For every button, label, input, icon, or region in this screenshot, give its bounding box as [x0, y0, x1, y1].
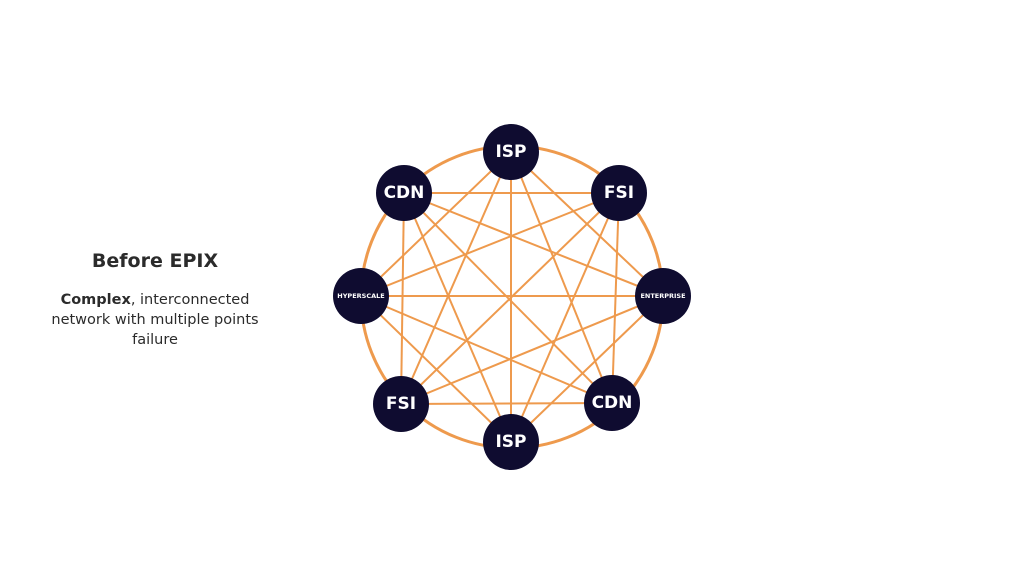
mesh-nodes: ISP FSI ENTERPRISE CDN ISP FSI HYPERSCALE CDN	[333, 124, 691, 470]
link-isp-top-fsi-bottom	[400, 151, 512, 405]
link-isp-bottom-hyperscale	[360, 295, 512, 443]
link-enterprise-cdn-top	[403, 192, 664, 297]
node-fsi-bottom: FSI	[373, 376, 429, 432]
node-cdn-bottom: CDN	[584, 375, 640, 431]
link-fsi-top-cdn-bottom	[611, 192, 620, 404]
node-cdn-top: CDN	[376, 165, 432, 221]
node-isp-top: ISP	[483, 124, 539, 180]
mesh-links	[360, 151, 664, 443]
caption-body-text: , interconnected network with multiple p…	[51, 292, 259, 348]
node-circle	[483, 414, 539, 470]
node-circle	[333, 268, 389, 324]
caption-body-bold: Complex	[60, 292, 131, 308]
node-label: ENTERPRISE	[640, 292, 685, 300]
node-label: FSI	[604, 183, 634, 203]
link-isp-bottom-cdn-top	[403, 192, 512, 443]
link-isp-bottom-fsi-top	[510, 192, 620, 443]
node-fsi-top: FSI	[591, 165, 647, 221]
node-isp-bottom: ISP	[483, 414, 539, 470]
node-circle	[376, 165, 432, 221]
node-label: HYPERSCALE	[337, 292, 384, 300]
node-label: CDN	[384, 183, 425, 203]
caption-body: Complex, interconnected network with mul…	[40, 290, 270, 350]
node-circle	[584, 375, 640, 431]
link-isp-bottom-enterprise	[510, 295, 664, 443]
node-label: ISP	[495, 432, 526, 452]
node-label: ISP	[495, 142, 526, 162]
link-hyperscale-fsi-top	[360, 192, 620, 297]
link-cdn-top-fsi-bottom	[400, 192, 405, 405]
node-circle	[483, 124, 539, 180]
caption-title: Before EPIX	[91, 250, 219, 272]
link-isp-top-enterprise	[510, 151, 664, 297]
link-fsi-top-fsi-bottom	[400, 192, 620, 405]
node-label: CDN	[592, 393, 633, 413]
node-hyperscale: HYPERSCALE	[333, 268, 389, 324]
caption-block: Before EPIX Complex, interconnected netw…	[40, 246, 270, 350]
link-isp-top-hyperscale	[360, 151, 512, 297]
link-cdn-top-cdn-bottom	[403, 192, 613, 404]
node-enterprise: ENTERPRISE	[635, 268, 691, 324]
node-circle	[373, 376, 429, 432]
node-label: FSI	[386, 394, 416, 414]
link-fsi-bottom-cdn-bottom	[400, 402, 613, 405]
node-circle	[591, 165, 647, 221]
link-enterprise-fsi-bottom	[400, 295, 664, 405]
node-circle	[635, 268, 691, 324]
